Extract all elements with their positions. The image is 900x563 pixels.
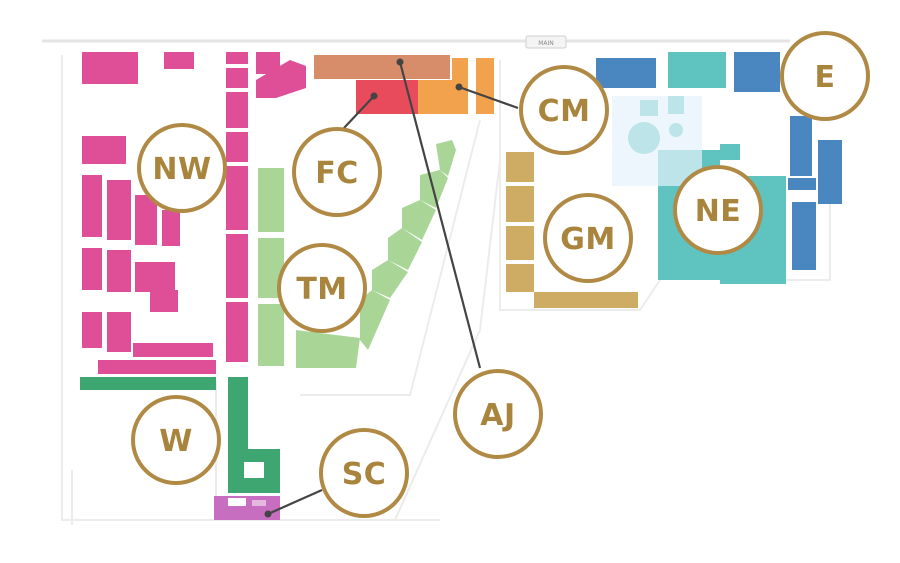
- marker-w-label: W: [159, 424, 193, 459]
- leader-cm-dot: [455, 83, 463, 91]
- leader-sc: [267, 488, 323, 516]
- leader-fc: [343, 95, 375, 129]
- zone-w-buildings: [80, 377, 280, 493]
- marker-sc-label: SC: [342, 457, 387, 492]
- svg-text:MAIN: MAIN: [538, 40, 554, 47]
- main-entrance-sign: MAIN: [525, 35, 567, 49]
- marker-sc[interactable]: SC: [319, 428, 409, 518]
- zone-nw-buildings: [82, 52, 306, 374]
- marker-gm-label: GM: [560, 222, 615, 257]
- zone-markers: NW FC CM E GM NE TM AJ: [131, 31, 870, 518]
- marker-tm-label: TM: [296, 272, 347, 307]
- marker-nw-label: NW: [152, 152, 211, 187]
- marker-ne[interactable]: NE: [673, 165, 763, 255]
- marker-w[interactable]: W: [131, 395, 221, 485]
- marker-fc[interactable]: FC: [292, 127, 382, 217]
- marker-ne-label: NE: [695, 194, 742, 229]
- marker-aj[interactable]: AJ: [453, 369, 543, 459]
- leader-fc-dot: [370, 92, 378, 100]
- leader-lines: [264, 58, 519, 518]
- marker-nw[interactable]: NW: [137, 123, 227, 213]
- marker-gm[interactable]: GM: [543, 193, 633, 283]
- marker-e-label: E: [815, 60, 836, 95]
- leader-aj-dot: [396, 58, 404, 66]
- ne-plaza: [612, 96, 702, 186]
- zone-e-buildings: [596, 52, 842, 270]
- marker-e[interactable]: E: [780, 31, 870, 121]
- leader-aj: [398, 61, 482, 369]
- marker-fc-label: FC: [315, 156, 359, 191]
- road-network: [42, 39, 831, 525]
- marker-tm[interactable]: TM: [277, 243, 367, 333]
- leader-cm: [458, 85, 519, 110]
- leader-sc-dot: [264, 510, 272, 518]
- marker-cm[interactable]: CM: [519, 65, 609, 155]
- zone-fc-building: [356, 80, 418, 114]
- zone-gm-buildings: [506, 152, 638, 308]
- w-courtyard: [244, 462, 264, 478]
- zone-aj-building: [314, 55, 450, 79]
- marker-aj-label: AJ: [480, 398, 515, 433]
- marker-cm-label: CM: [538, 94, 591, 129]
